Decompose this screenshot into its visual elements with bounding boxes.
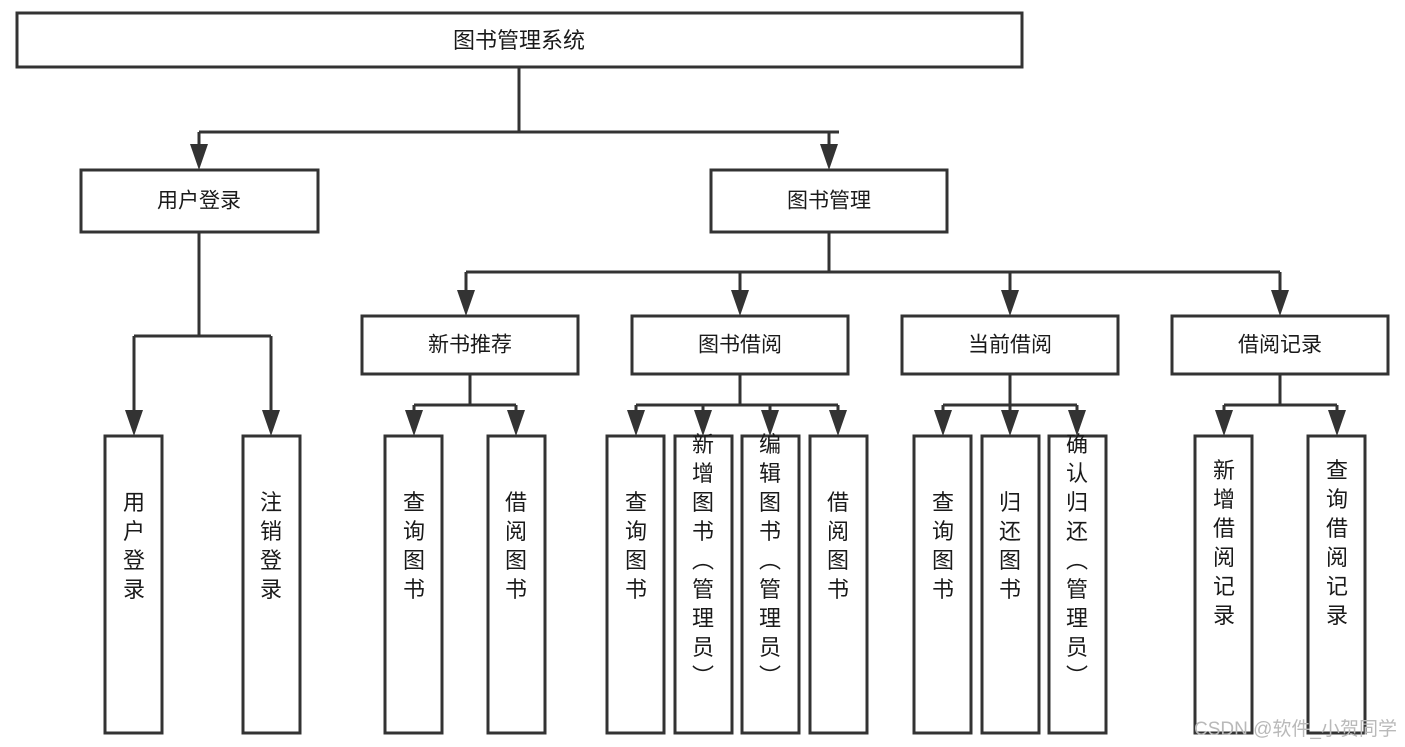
leaf-query-book-2-box xyxy=(605,434,666,735)
connector-user-login-to-leaves xyxy=(125,232,280,436)
leaf-confirm-return-label: 确认归还︵管理员︶ xyxy=(1066,432,1088,689)
node-user-login-box xyxy=(79,168,320,234)
leaf-node-query-book-2[interactable]: 查询图书 xyxy=(605,434,666,735)
leaf-add-record-label: 新增借阅记录 xyxy=(1213,458,1235,628)
leaf-query-book-2-label: 查询图书 xyxy=(625,490,647,602)
leaf-node-query-record[interactable]: 查询借阅记录 xyxy=(1306,434,1367,735)
node-current-borrow-label: 当前借阅 xyxy=(968,334,1052,357)
node-book-borrow[interactable]: 图书借阅 xyxy=(630,314,850,376)
leaf-edit-book-label: 编辑图书︵管理员︶ xyxy=(759,432,781,689)
leaf-node-query-book-3[interactable]: 查询图书 xyxy=(912,434,973,735)
leaf-query-book-1-label: 查询图书 xyxy=(403,490,425,602)
leaf-query-book-3-box xyxy=(912,434,973,735)
node-current-borrow[interactable]: 当前借阅 xyxy=(900,314,1120,376)
leaf-add-book-box xyxy=(673,434,734,735)
node-new-book-recommend[interactable]: 新书推荐 xyxy=(360,314,580,376)
node-current-borrow-box xyxy=(900,314,1120,376)
leaf-node-return-book[interactable]: 归还图书 xyxy=(980,434,1041,735)
leaf-node-confirm-return[interactable]: 确认归还︵管理员︶ xyxy=(1047,432,1108,735)
node-root-box xyxy=(15,11,1024,69)
leaf-node-add-record[interactable]: 新增借阅记录 xyxy=(1193,434,1254,735)
leaf-borrow-book-1-label: 借阅图书 xyxy=(505,490,527,602)
leaf-node-add-book[interactable]: 新增图书︵管理员︶ xyxy=(673,432,734,735)
leaf-node-borrow-book-1[interactable]: 借阅图书 xyxy=(486,434,547,735)
node-user-login[interactable]: 用户登录 xyxy=(79,168,320,234)
leaf-user-login-label: 用户登录 xyxy=(123,490,145,602)
node-user-login-label: 用户登录 xyxy=(157,190,241,213)
leaf-query-book-1-box xyxy=(383,434,444,735)
connector-book-management-to-level3 xyxy=(457,232,1289,316)
node-book-borrow-label: 图书借阅 xyxy=(698,334,782,357)
connector-new-book-recommend-to-leaves xyxy=(405,374,525,436)
leaf-user-logout-box xyxy=(241,434,302,735)
node-borrow-record-box xyxy=(1170,314,1390,376)
node-book-management-box xyxy=(709,168,949,234)
leaf-borrow-book-2-label: 借阅图书 xyxy=(827,490,849,602)
leaf-query-book-3-label: 查询图书 xyxy=(932,490,954,602)
leaf-return-book-label: 归还图书 xyxy=(999,490,1021,602)
leaf-node-edit-book[interactable]: 编辑图书︵管理员︶ xyxy=(740,432,801,735)
leaf-node-borrow-book-2[interactable]: 借阅图书 xyxy=(808,434,869,735)
node-root[interactable]: 图书管理系统 xyxy=(15,11,1024,69)
leaf-confirm-return-box xyxy=(1047,434,1108,735)
leaf-borrow-book-1-box xyxy=(486,434,547,735)
node-book-management[interactable]: 图书管理 xyxy=(709,168,949,234)
leaf-add-book-label: 新增图书︵管理员︶ xyxy=(692,432,714,689)
leaf-borrow-book-2-box xyxy=(808,434,869,735)
node-borrow-record[interactable]: 借阅记录 xyxy=(1170,314,1390,376)
leaf-edit-book-box xyxy=(740,434,801,735)
connector-root-to-level2 xyxy=(190,67,839,170)
leaf-return-book-box xyxy=(980,434,1041,735)
connector-borrow-record-to-leaves xyxy=(1215,374,1346,436)
leaf-user-login-box xyxy=(103,434,164,735)
node-root-label: 图书管理系统 xyxy=(453,28,585,53)
connector-book-borrow-to-leaves xyxy=(627,374,847,436)
leaf-add-record-box xyxy=(1193,434,1254,735)
leaf-query-record-label: 查询借阅记录 xyxy=(1326,458,1348,628)
leaf-node-query-book-1[interactable]: 查询图书 xyxy=(383,434,444,735)
leaf-query-record-box xyxy=(1306,434,1367,735)
node-book-borrow-box xyxy=(630,314,850,376)
node-book-management-label: 图书管理 xyxy=(787,190,871,213)
leaf-node-user-logout[interactable]: 注销登录 xyxy=(241,434,302,735)
leaf-user-logout-label: 注销登录 xyxy=(260,490,282,602)
leaf-node-user-login[interactable]: 用户登录 xyxy=(103,434,164,735)
connector-current-borrow-to-leaves xyxy=(934,374,1086,436)
node-new-book-recommend-label: 新书推荐 xyxy=(428,334,512,357)
node-new-book-recommend-box xyxy=(360,314,580,376)
node-borrow-record-label: 借阅记录 xyxy=(1238,334,1322,357)
